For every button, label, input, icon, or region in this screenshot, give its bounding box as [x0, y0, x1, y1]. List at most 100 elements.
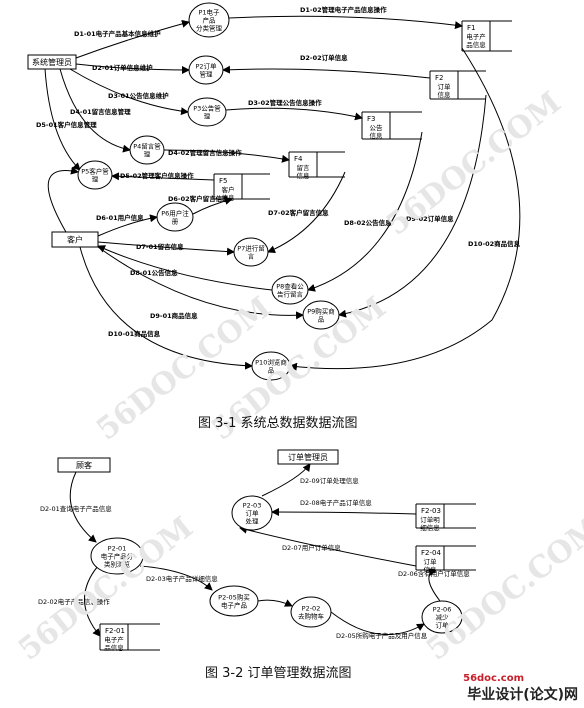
process-p4-label-line: P4留言管	[133, 141, 161, 150]
process-p10	[251, 351, 291, 381]
flow-d5-01	[44, 68, 81, 171]
store-f2-name: 信息	[438, 90, 452, 99]
process-p2-05-label-line: 电子产品	[221, 600, 247, 609]
process-p1-label-line: 分类管理	[196, 23, 223, 32]
process-p7-label-line: 言	[248, 251, 255, 260]
process-p4	[129, 135, 165, 165]
flow-label: D8-02公告信息	[344, 218, 392, 227]
store-f2-01-name: 品信息	[104, 643, 124, 652]
flow-d2-07	[239, 525, 417, 567]
flow-label: D2-02电子产品信息操作	[38, 597, 110, 606]
store-f2-name: 订单	[438, 82, 452, 91]
store-f4-id: F4	[294, 155, 303, 163]
flow-d2-05	[330, 611, 425, 635]
flow-d2-05-a	[257, 599, 293, 607]
process-p2-label-line: 管理	[200, 69, 214, 78]
store-f2-03-id: F2-03	[421, 507, 441, 515]
flow-d2-09	[261, 463, 311, 497]
flow-label: D1-01电子产品基本信息维护	[74, 29, 161, 38]
store-f4-name: 留言	[297, 163, 311, 172]
flow-label: D3-01公告信息维护	[108, 91, 169, 100]
flow-label: D10-02商品信息	[468, 239, 521, 248]
process-p2-01-label-line: 电子产品分	[101, 551, 134, 560]
entity-system-admin	[27, 54, 77, 70]
flow-d10-02	[289, 47, 521, 371]
process-p5-label-line: 理	[92, 175, 99, 183]
flow-label: D8-01公告信息	[130, 268, 178, 277]
store-f5-id: F5	[219, 177, 227, 185]
store-f2-04-name: 信息	[424, 565, 438, 574]
store-f1	[461, 20, 512, 52]
process-p3-label-line: 理	[204, 112, 211, 120]
process-p5	[77, 160, 113, 190]
flow-d2-06	[428, 568, 441, 602]
process-p1-label-line: 产品	[203, 15, 216, 24]
flow-d6-02	[192, 196, 233, 215]
process-p9	[302, 300, 340, 330]
flow-label: D2-09订单处理信息	[300, 476, 359, 485]
flow-d2-03	[139, 565, 213, 591]
process-p1-label-line: P1电子	[198, 7, 220, 16]
flow-d7-02	[267, 171, 346, 253]
store-f5	[213, 173, 270, 200]
store-f2	[429, 70, 486, 100]
process-p10-label-line: 品	[268, 366, 275, 374]
process-p3-label-line: P3公告管	[193, 103, 221, 112]
process-p2-01-label-line: P2-01	[108, 544, 127, 552]
flow-label: D6-01用户信息	[96, 213, 144, 222]
process-p2-05	[209, 585, 259, 617]
entity-system-admin-label-line: 系统管理员	[32, 57, 72, 67]
store-f4	[288, 151, 345, 178]
store-f2-04	[415, 545, 476, 571]
flow-label: D2-03电子产品详细信息	[146, 574, 218, 583]
process-p2-06	[421, 600, 463, 634]
process-p2-01	[90, 537, 144, 575]
flow-label: D2-07用户订单信息	[282, 543, 341, 552]
figure-caption-2: 图 3-2 订单管理数据流图	[205, 666, 352, 681]
store-f2-01	[99, 623, 160, 651]
flow-label: D9-01商品信息	[150, 311, 198, 320]
flow-d2-02	[222, 65, 431, 79]
footer-logo: 毕业设计(论文)网	[467, 687, 578, 703]
process-p10-label-line: P10浏览商	[255, 357, 287, 366]
flow-label: D2-08电子产品订单信息	[300, 498, 372, 507]
flow-d8-02	[307, 131, 423, 292]
flow-label: D2-02订单信息	[300, 53, 348, 62]
process-p8-label-line: P8查看公	[276, 281, 304, 290]
entity-customer-label-line: 客户	[67, 234, 83, 244]
store-f3-name: 公告	[370, 123, 384, 132]
process-p8-label-line: 告行留言	[277, 289, 304, 298]
flow-d3-01	[69, 68, 189, 116]
figure-caption-1: 图 3-1 系统总数据数据流图	[198, 416, 358, 431]
process-p9-label-line: 品	[318, 315, 325, 323]
process-p6-label-line: P6用户注	[161, 208, 189, 217]
flow-label: D7-02客户留言信息	[268, 208, 329, 217]
flow-d2-01	[75, 63, 190, 74]
flow-d5-02	[111, 172, 215, 181]
flow-d3-02	[225, 107, 363, 121]
process-p2-03-label-line: P2-03	[243, 501, 262, 509]
flow-d2-01	[69, 471, 97, 543]
process-p2-05-label-line: P2-05购买	[218, 592, 250, 601]
process-p2-06-label-line: 减少	[436, 612, 450, 621]
flow-label: D2-05所购电子产品及用户信息	[336, 631, 428, 640]
store-f2-04-id: F2-04	[421, 549, 441, 557]
entity-guest-label-line: 顾客	[76, 460, 92, 470]
process-p2-02	[290, 596, 332, 628]
store-f2-03	[415, 503, 476, 529]
process-p6-label-line: 册	[172, 217, 179, 225]
store-f2-01-name: 电子产	[104, 635, 124, 644]
entity-order-manager	[277, 449, 339, 465]
process-p2-06-label-line: P2-06	[433, 605, 452, 613]
flow-d1-02	[228, 15, 463, 30]
flow-d4-01	[59, 68, 131, 153]
flow-d2-02	[84, 565, 101, 637]
process-p2-03-label-line: 订单	[246, 508, 260, 517]
entity-customer	[51, 231, 99, 248]
process-p1	[188, 2, 230, 38]
process-p7-label-line: P7进行留	[237, 243, 265, 252]
store-f3-id: F3	[367, 115, 375, 123]
process-p2-03-label-line: 处理	[246, 516, 260, 525]
entity-order-manager-label-line: 订单管理员	[288, 452, 328, 462]
